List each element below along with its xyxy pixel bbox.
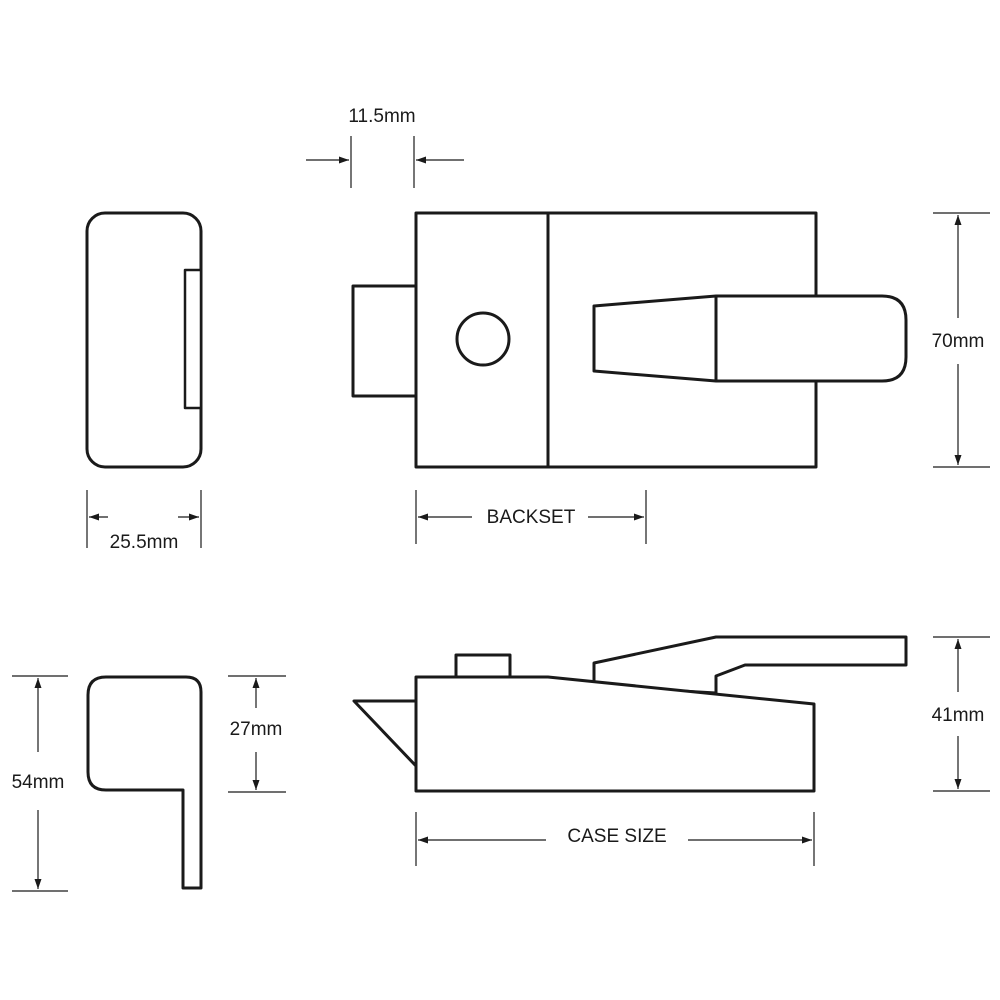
case-end-view: [85, 211, 203, 469]
latch-side-view: [352, 635, 908, 793]
upper-height-dimension: 27mm: [228, 675, 286, 793]
depth-dimension: 25.5mm: [86, 490, 202, 553]
throw-label: 11.5mm: [348, 106, 415, 127]
handle-height-dimension: 41mm: [932, 636, 990, 792]
depth-label: 25.5mm: [110, 532, 179, 553]
latch-bolt: [351, 284, 419, 398]
handle-side: [592, 635, 908, 695]
height-label: 70mm: [932, 331, 985, 352]
button-side: [454, 653, 512, 679]
throw-dimension: 11.5mm: [306, 106, 464, 188]
latch-bolt-side: [352, 699, 418, 768]
backset-label: BACKSET: [487, 507, 576, 528]
case-side: [414, 675, 816, 793]
overall-height-label: 54mm: [12, 772, 65, 793]
upper-height-label: 27mm: [230, 719, 283, 740]
latch-front-view: [351, 211, 908, 469]
backset-dimension: BACKSET: [415, 490, 647, 544]
overall-height-dimension: 54mm: [12, 675, 68, 892]
height-dimension: 70mm: [932, 212, 990, 468]
case-size-label: CASE SIZE: [567, 826, 666, 847]
case-size-dimension: CASE SIZE: [415, 812, 815, 866]
latch-handle: [592, 294, 908, 383]
handle-height-label: 41mm: [932, 705, 985, 726]
staple-side-view: [86, 675, 203, 890]
cylinder-circle: [455, 311, 511, 367]
